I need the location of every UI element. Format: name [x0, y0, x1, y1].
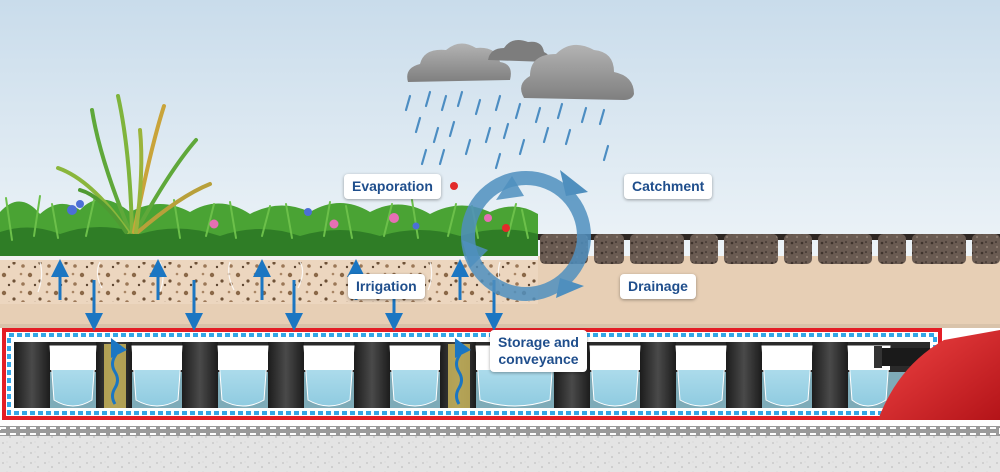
permeable-pavers	[538, 234, 1000, 264]
growing-medium-aggregate	[0, 262, 538, 302]
rain-drop-icon	[404, 90, 610, 170]
root-barrier	[0, 254, 538, 260]
label-evaporation: Evaporation	[344, 174, 441, 199]
label-catchment: Catchment	[624, 174, 713, 199]
flower-icon	[67, 182, 510, 232]
geotextile	[0, 324, 1000, 328]
plant-icon	[56, 94, 212, 234]
arrow-up-icon	[110, 337, 472, 405]
base-rail	[0, 426, 1000, 436]
label-irrigation: Irrigation	[348, 274, 425, 299]
cycle-arrow-icon	[461, 170, 591, 301]
label-drainage: Drainage	[620, 274, 696, 299]
storage-cells	[14, 342, 891, 408]
cloud-icon	[488, 40, 550, 62]
label-storage-conveyance: Storage and conveyance	[490, 330, 587, 372]
base-liner	[0, 420, 1000, 426]
membrane	[878, 330, 1000, 422]
cloud-icon	[407, 43, 511, 82]
grass-blades	[5, 195, 529, 241]
cloud-icon	[521, 44, 634, 100]
grass-layer	[0, 199, 538, 256]
label-storage-line2: conveyance	[498, 351, 579, 367]
label-storage-line1: Storage and	[498, 334, 579, 350]
